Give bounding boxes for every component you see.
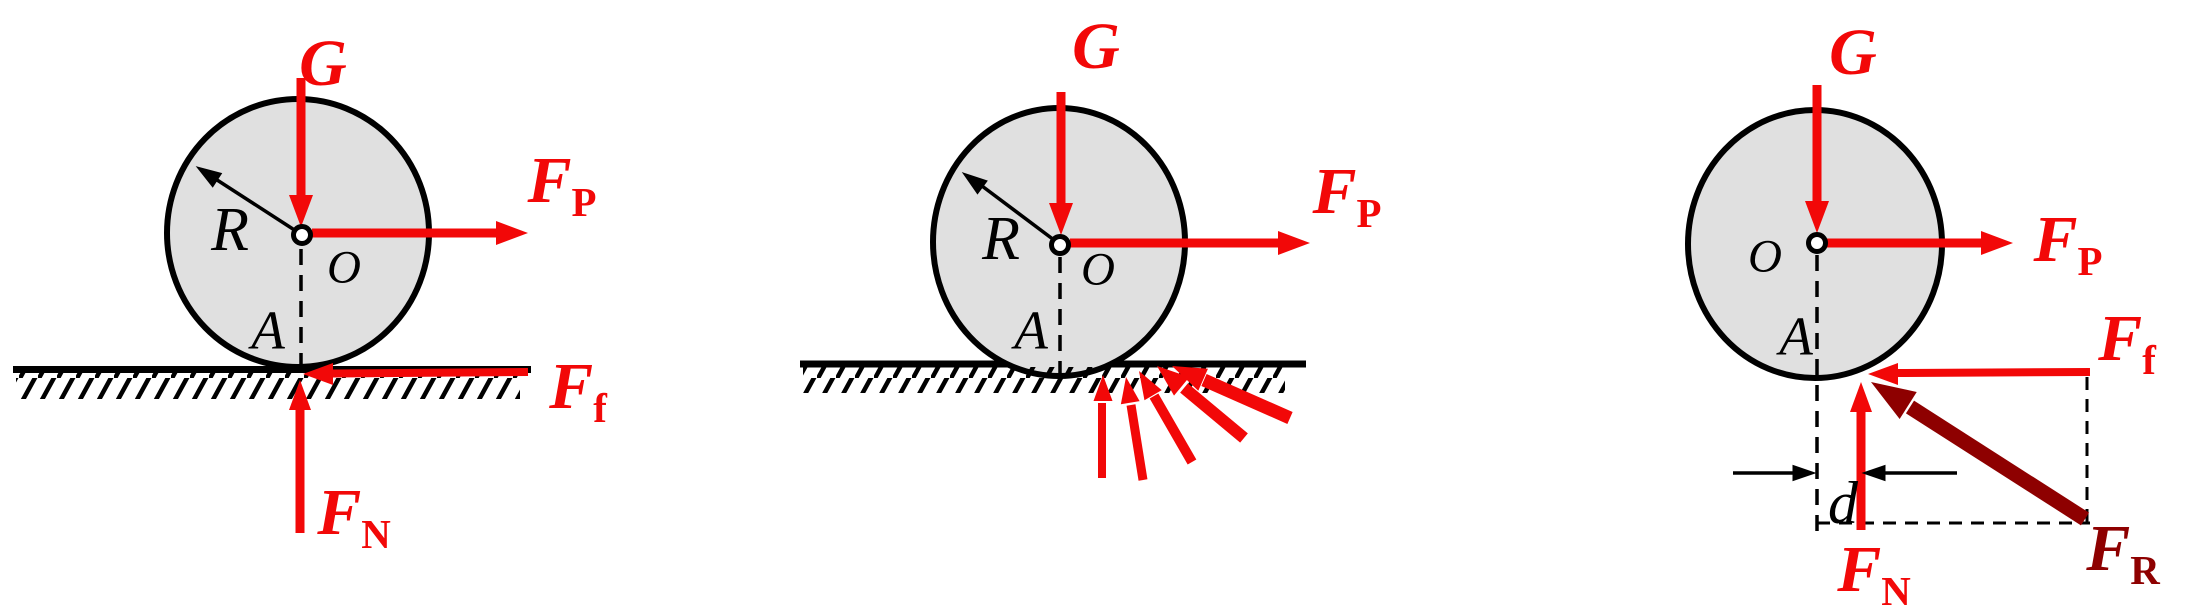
center-label-3: O [1748, 230, 1782, 283]
wheel-center-hub-3 [1806, 232, 1828, 254]
contact-point-label-1: A [251, 299, 285, 361]
pull-force-subscript: P [1356, 191, 1382, 237]
friction-force-label-3: Ff [2098, 306, 2156, 382]
pull-force-label-2: FP [1312, 159, 1381, 235]
normal-force-symbol: F [1837, 533, 1882, 606]
resultant-force-symbol: F [2086, 512, 2131, 585]
center-label-2: O [1081, 243, 1115, 296]
normal-force-arrow-1 [289, 380, 311, 533]
pull-force-subscript: P [2077, 239, 2103, 285]
friction-force-label-1: Ff [549, 354, 607, 430]
radius-label-1: R [211, 196, 249, 264]
ground-hatching-1 [16, 373, 520, 399]
pull-force-symbol: F [2033, 203, 2078, 276]
pull-force-arrow-3 [1827, 231, 2013, 255]
friction-force-arrow-3 [1868, 363, 2091, 385]
gravity-arrow-3 [1805, 85, 1829, 233]
normal-force-subscript: N [361, 512, 391, 558]
gravity-arrow-1 [289, 78, 313, 227]
gravity-label-2: G [1072, 10, 1120, 83]
distance-d-label: d [1828, 470, 1858, 536]
shifted-normal-force-arrow [1850, 382, 1872, 530]
friction-force-arrow-1 [303, 363, 529, 385]
pull-force-symbol: F [1312, 155, 1357, 228]
pull-force-symbol: F [527, 144, 572, 217]
radius-label-2: R [982, 205, 1020, 273]
normal-force-label-3: FN [1837, 537, 1911, 610]
radius-arrow-2 [961, 172, 1056, 242]
contact-point-label-2: A [1014, 299, 1048, 361]
wheel-center-hub-1 [291, 224, 313, 246]
distributed-reaction-arrows [1093, 366, 1293, 481]
resultant-force-label: FR [2086, 516, 2160, 592]
contact-point-label-3: A [1779, 305, 1813, 367]
pull-force-label-3: FP [2033, 207, 2102, 283]
normal-force-symbol: F [317, 476, 362, 549]
gravity-arrow-2 [1049, 92, 1073, 235]
pull-force-label-1: FP [527, 148, 596, 224]
friction-force-subscript: f [593, 386, 607, 432]
wheel-center-hub-2 [1049, 234, 1071, 256]
distance-d-dimension [1733, 464, 1957, 482]
normal-force-label-1: FN [317, 480, 391, 556]
gravity-label-3: G [1829, 16, 1877, 89]
resultant-force-arrow [1871, 382, 2090, 526]
friction-force-subscript: f [2142, 338, 2156, 384]
friction-force-symbol: F [2098, 302, 2143, 375]
center-label-1: O [327, 241, 361, 294]
friction-force-symbol: F [549, 350, 594, 423]
normal-force-subscript: N [1881, 569, 1911, 610]
gravity-label-1: G [299, 27, 347, 100]
pull-force-subscript: P [571, 180, 597, 226]
pull-force-arrow-1 [312, 221, 528, 245]
pull-force-arrow-2 [1070, 231, 1310, 255]
resultant-force-subscript: R [2130, 548, 2160, 594]
radius-arrow-1 [195, 166, 297, 233]
